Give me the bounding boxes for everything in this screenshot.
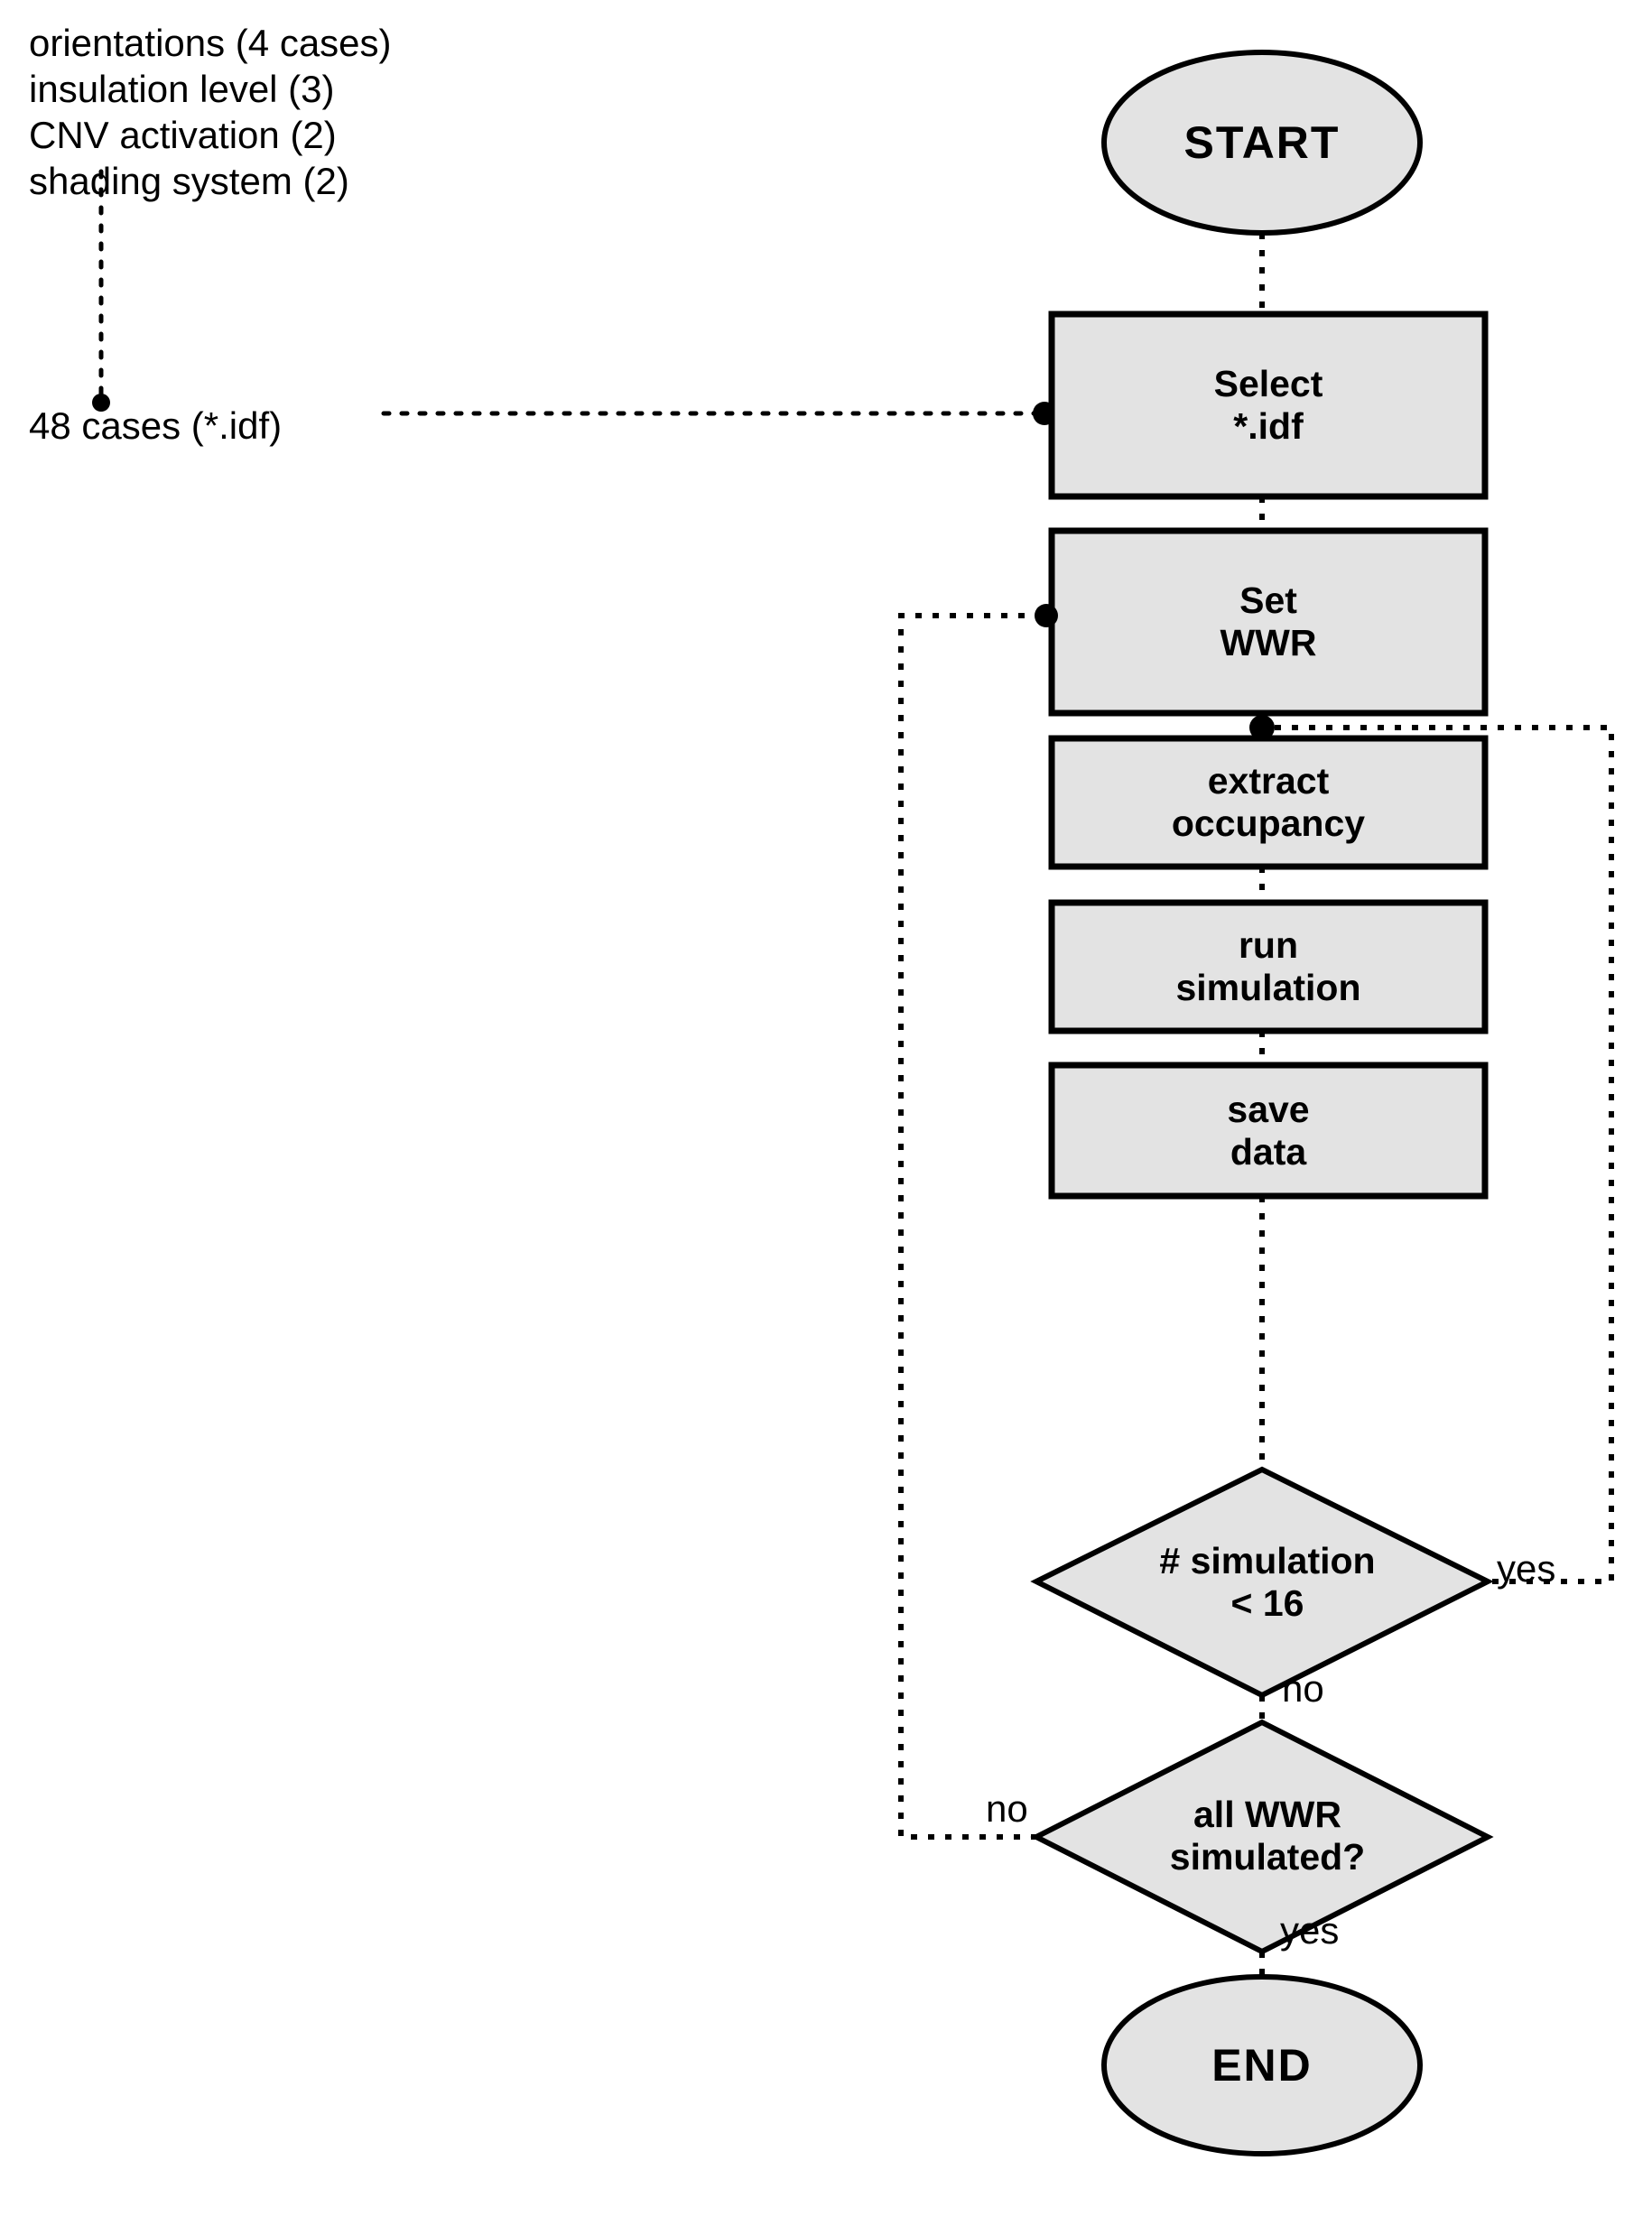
edge-label-sim-count-yes: yes <box>1497 1547 1556 1590</box>
end-node-shape <box>1101 1974 1423 2156</box>
parameter-line-insulation: insulation level (3) <box>29 68 335 110</box>
save-data-node-shape <box>1048 1062 1489 1200</box>
sim-count-yes-loop-connector <box>1275 725 1614 1584</box>
extract-occupancy-node-shape <box>1048 735 1489 870</box>
parameter-line-shading: shading system (2) <box>29 160 349 202</box>
decision-sim-count-node-shape <box>1030 1466 1494 1699</box>
parameters-junction-dot <box>92 394 110 412</box>
total-cases-label: 48 cases (*.idf) <box>29 404 283 447</box>
run-simulation-node-shape <box>1048 899 1489 1034</box>
edge-label-all-wwr-no: no <box>986 1787 1028 1830</box>
parameters-list: orientations (4 cases) insulation level … <box>29 20 607 204</box>
edge-label-sim-count-no: no <box>1282 1667 1324 1710</box>
parameter-line-orientations: orientations (4 cases) <box>29 22 392 64</box>
sim-loop-junction-dot <box>1249 715 1275 740</box>
edge-label-all-wwr-yes: yes <box>1280 1909 1340 1952</box>
decision-all-wwr-node-shape <box>1030 1719 1494 1955</box>
set-wwr-node-shape <box>1048 527 1489 717</box>
select-idf-node-shape <box>1048 311 1489 500</box>
all-wwr-no-loop-connector <box>898 613 1054 1840</box>
set-wwr-input-dot <box>1035 604 1058 627</box>
parameter-line-cnv: CNV activation (2) <box>29 114 337 156</box>
start-node-shape <box>1101 50 1423 236</box>
